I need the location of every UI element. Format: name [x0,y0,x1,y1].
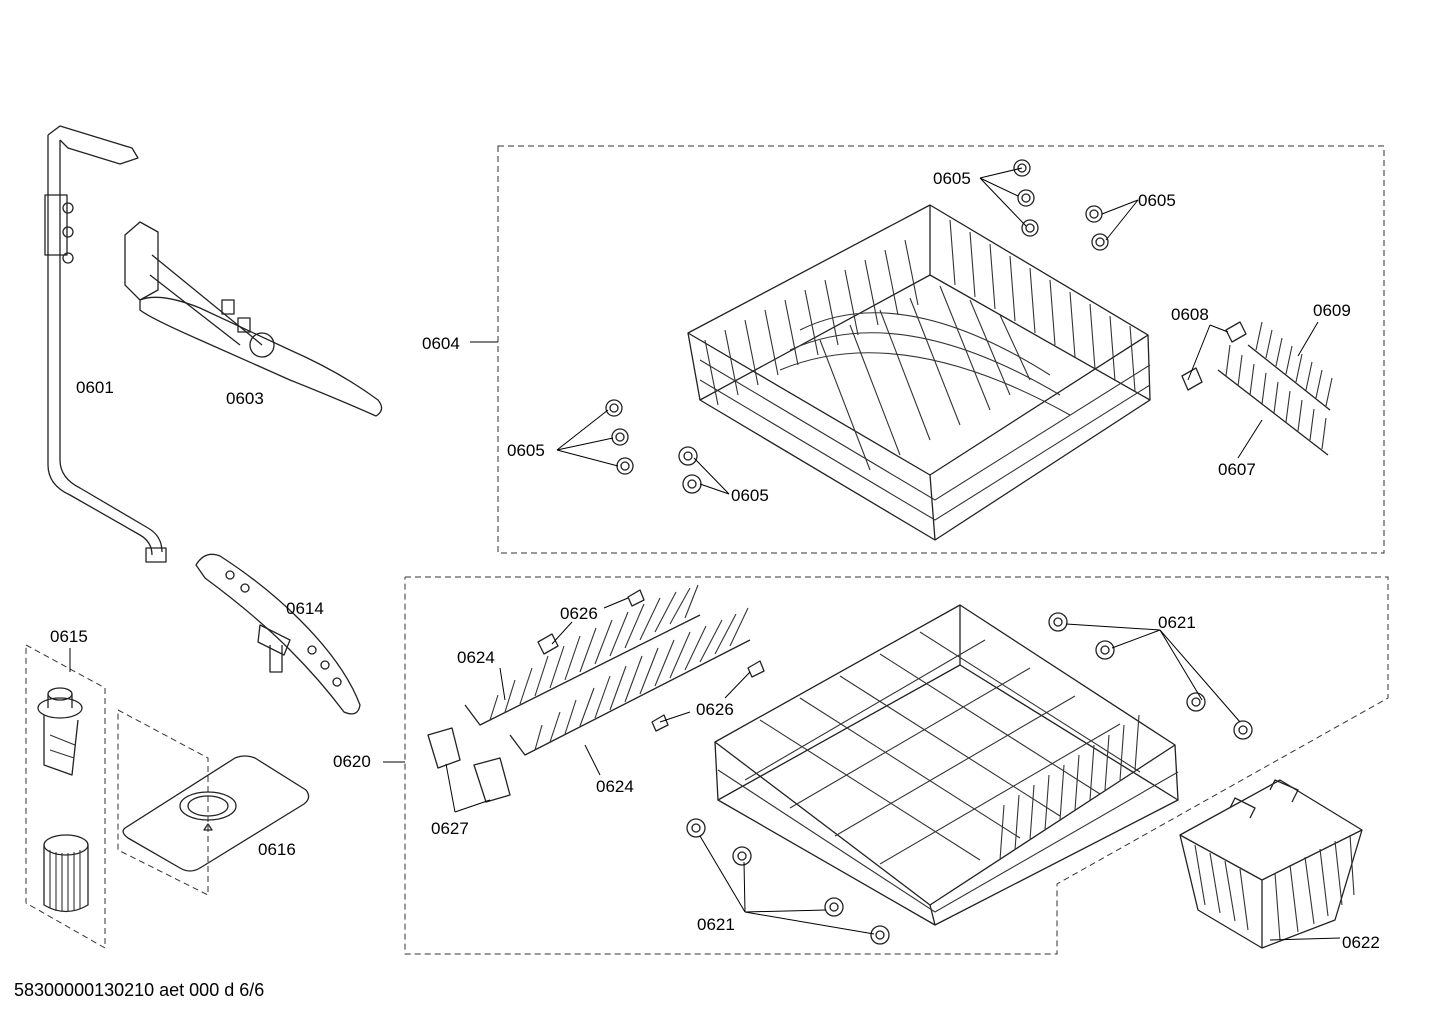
wheel-icon [616,457,634,475]
lower-spray-arm-icon [195,553,361,715]
wheel-icon [1186,692,1206,712]
label-0614: 0614 [286,599,324,618]
label-0626-upper: 0626 [560,604,598,623]
label-0605-top-left: 0605 [933,169,971,188]
upper-rack-group-box [497,145,1385,554]
wheel-icon [682,474,702,494]
wheel-icon [870,925,890,945]
label-0604: 0604 [422,334,460,353]
fine-filter-group-box [117,709,209,896]
label-0605-bottom: 0605 [731,486,769,505]
wheel-icon [686,818,706,838]
label-0624-upper: 0624 [457,648,495,667]
wheel-icon [1091,233,1109,251]
rack-clip-icon [1181,321,1247,391]
label-0607: 0607 [1218,460,1256,479]
label-0603: 0603 [226,389,264,408]
tine-row-0624-lower-icon [509,607,751,756]
tine-row-0609-icon [1247,321,1333,411]
wheel-icon [1095,640,1115,660]
wheel-icon [1013,159,1031,177]
wheel-icon [1085,205,1103,223]
wheel-icon [611,428,629,446]
lower-rack-icon [714,604,1179,926]
upper-rack-icon [687,204,1151,541]
label-0627: 0627 [431,819,469,838]
leader-lines [69,167,1341,941]
label-0622: 0622 [1342,933,1380,952]
label-0621-top: 0621 [1158,613,1196,632]
wheel-icon [1017,189,1035,207]
wheel-icon [1233,720,1253,740]
label-0624-lower: 0624 [596,777,634,796]
label-0615: 0615 [50,627,88,646]
filter-group-box [25,644,106,949]
fine-filter-plate-icon [122,755,310,872]
rack-clip-0626-icon [537,589,765,732]
supply-pipe-icon [44,125,167,563]
label-0626-lower: 0626 [696,700,734,719]
label-0616: 0616 [258,840,296,859]
document-reference: 58300000130210 aet 000 d 6/6 [14,980,265,1000]
wheel-icon [1021,219,1039,237]
cutlery-basket-icon [1179,779,1363,949]
upper-rack-wheels [605,159,1109,494]
label-0609: 0609 [1313,301,1351,320]
wheel-icon [824,897,844,917]
wheel-icon [605,399,623,417]
wheel-icon [1048,612,1068,632]
label-0608: 0608 [1171,305,1209,324]
label-0620: 0620 [333,752,371,771]
wheel-icon [678,446,698,466]
label-0621-bottom: 0621 [697,915,735,934]
label-0601: 0601 [76,378,114,397]
tine-row-0607-icon [1217,344,1329,456]
filter-assembly-icon [37,687,89,913]
upper-spray-arm-icon [124,221,383,417]
lower-rack-wheels [686,612,1253,945]
lower-rack-group-box [404,576,1389,955]
tine-row-0624-upper-icon [464,584,701,726]
label-0605-left: 0605 [507,441,545,460]
rack-clip-0627-icon [427,727,511,803]
label-0605-top-right: 0605 [1138,191,1176,210]
wheel-icon [732,846,752,866]
